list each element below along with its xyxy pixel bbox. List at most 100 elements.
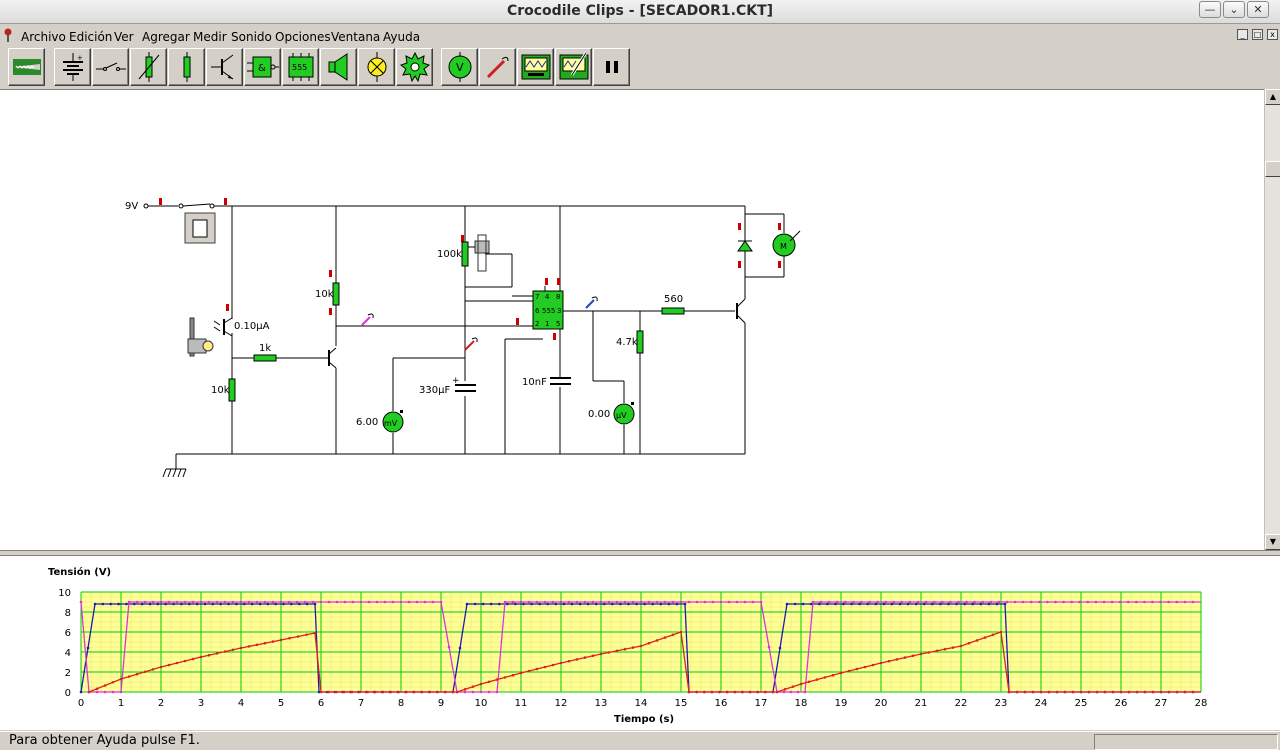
x-tick-label: 16 <box>715 698 728 709</box>
series-point-1 <box>655 600 659 604</box>
menu-opciones[interactable]: Opciones <box>275 30 331 44</box>
transistor-1[interactable] <box>320 347 337 369</box>
series-point-0 <box>117 602 120 606</box>
pause-button[interactable] <box>593 48 630 86</box>
series-point-2 <box>583 656 587 659</box>
series-point-0 <box>809 602 813 606</box>
chip-555-button[interactable]: 555 <box>282 48 319 86</box>
series-point-2 <box>199 655 203 659</box>
logic-gate-button[interactable]: & <box>244 48 281 86</box>
circuit-canvas[interactable]: 9V 0.10μA <box>0 89 1264 550</box>
motor[interactable]: M <box>772 230 801 257</box>
series-point-1 <box>431 600 435 604</box>
crocodile-button[interactable] <box>8 48 45 86</box>
mdi-minimize-button[interactable]: _ <box>1237 29 1248 40</box>
series-point-1 <box>671 600 675 604</box>
capacitor-timing[interactable] <box>455 384 476 392</box>
menu-ver[interactable]: Ver <box>114 30 134 44</box>
potentiometer-knob[interactable] <box>468 234 490 272</box>
light-source-slider[interactable] <box>187 317 214 357</box>
series-point-1 <box>359 600 363 604</box>
panel-splitter[interactable] <box>0 550 1280 556</box>
menu-ayuda[interactable]: Ayuda <box>383 30 421 44</box>
menu-medir[interactable]: Medir <box>193 30 227 44</box>
resistors[interactable] <box>228 241 685 402</box>
x-tick-label: 13 <box>595 698 608 709</box>
menu-sonido[interactable]: Sonido <box>231 30 272 44</box>
svg-text:2: 2 <box>535 320 539 328</box>
transistor-2[interactable] <box>736 298 746 324</box>
series-point-2 <box>215 652 219 655</box>
menu-agregar[interactable]: Agregar <box>142 30 190 44</box>
phototransistor[interactable] <box>213 317 233 337</box>
led[interactable] <box>737 233 753 253</box>
probe-button[interactable] <box>479 48 516 86</box>
scroll-down-button[interactable]: ▼ <box>1265 534 1280 550</box>
menu-edicion[interactable]: Edición <box>69 30 113 44</box>
uv-reading: 0.00 <box>588 409 610 420</box>
svg-text:V: V <box>456 61 464 74</box>
series-point-1 <box>1094 600 1098 604</box>
transistor-icon <box>211 54 234 80</box>
series-point-2 <box>695 690 698 694</box>
menu-archivo[interactable]: Archivo <box>21 30 66 44</box>
scroll-thumb[interactable] <box>1265 161 1280 177</box>
x-tick-label: 21 <box>915 698 928 709</box>
transistor-button[interactable] <box>206 48 243 86</box>
series-point-0 <box>506 602 509 606</box>
capacitor-control[interactable] <box>550 377 571 385</box>
x-tick-label: 26 <box>1115 698 1128 709</box>
window-title: Crocodile Clips - [SECADOR1.CKT] <box>506 3 774 19</box>
r-out-label: 560 <box>664 294 683 305</box>
chip-555[interactable]: 7 4 8 6 555 3 2 1 5 <box>532 290 564 330</box>
supply-switch[interactable] <box>178 203 216 244</box>
maximize-button[interactable]: ⌄ <box>1223 1 1245 18</box>
mdi-restore-button[interactable]: □ <box>1252 29 1263 40</box>
series-point-2 <box>335 690 338 694</box>
series-point-0 <box>675 602 679 606</box>
resistor-button[interactable] <box>168 48 205 86</box>
series-point-0 <box>594 602 598 606</box>
millivolt-meter[interactable]: mV <box>382 410 404 433</box>
series-point-1 <box>1126 600 1130 604</box>
series-point-1 <box>367 600 371 604</box>
graph-edit-button[interactable] <box>555 48 592 86</box>
close-button[interactable]: ✕ <box>1247 1 1269 18</box>
series-point-2 <box>428 690 432 694</box>
series-point-0 <box>297 602 301 606</box>
photo-current-label: 0.10μA <box>234 321 270 332</box>
battery-button[interactable]: + <box>54 48 91 86</box>
series-point-2 <box>1031 690 1035 694</box>
series-point-2 <box>455 690 459 694</box>
minimize-button[interactable]: — <box>1199 1 1221 18</box>
series-point-2 <box>479 682 483 686</box>
series-point-2 <box>831 673 835 677</box>
probes[interactable] <box>361 296 598 351</box>
series-point-0 <box>211 602 215 606</box>
scroll-up-button[interactable]: ▲ <box>1265 89 1280 105</box>
series-point-2 <box>511 673 515 677</box>
series-point-1 <box>727 600 731 604</box>
series-point-0 <box>180 602 183 606</box>
microvolt-meter[interactable]: μV <box>613 402 635 425</box>
canvas-scrollbar[interactable]: ▲ ▼ <box>1264 89 1280 550</box>
graph-ylabel: Tensión (V) <box>48 566 111 578</box>
series-point-2 <box>623 647 627 651</box>
menu-ventana[interactable]: Ventana <box>331 30 381 44</box>
voltmeter-button[interactable]: V <box>441 48 478 86</box>
series-point-1 <box>997 600 1001 604</box>
series-point-2 <box>855 667 859 671</box>
lamp-button[interactable] <box>358 48 395 86</box>
svg-text:3: 3 <box>557 307 561 315</box>
speaker-button[interactable] <box>320 48 357 86</box>
x-tick-label: 5 <box>278 698 284 709</box>
switch-button[interactable] <box>92 48 129 86</box>
series-point-0 <box>987 602 991 606</box>
series-point-2 <box>903 656 907 659</box>
gear-motor-button[interactable] <box>396 48 433 86</box>
variable-resistor-button[interactable] <box>130 48 167 86</box>
mdi-close-button[interactable]: x <box>1267 29 1278 40</box>
series-point-1 <box>439 600 443 604</box>
oscilloscope-button[interactable] <box>517 48 554 86</box>
